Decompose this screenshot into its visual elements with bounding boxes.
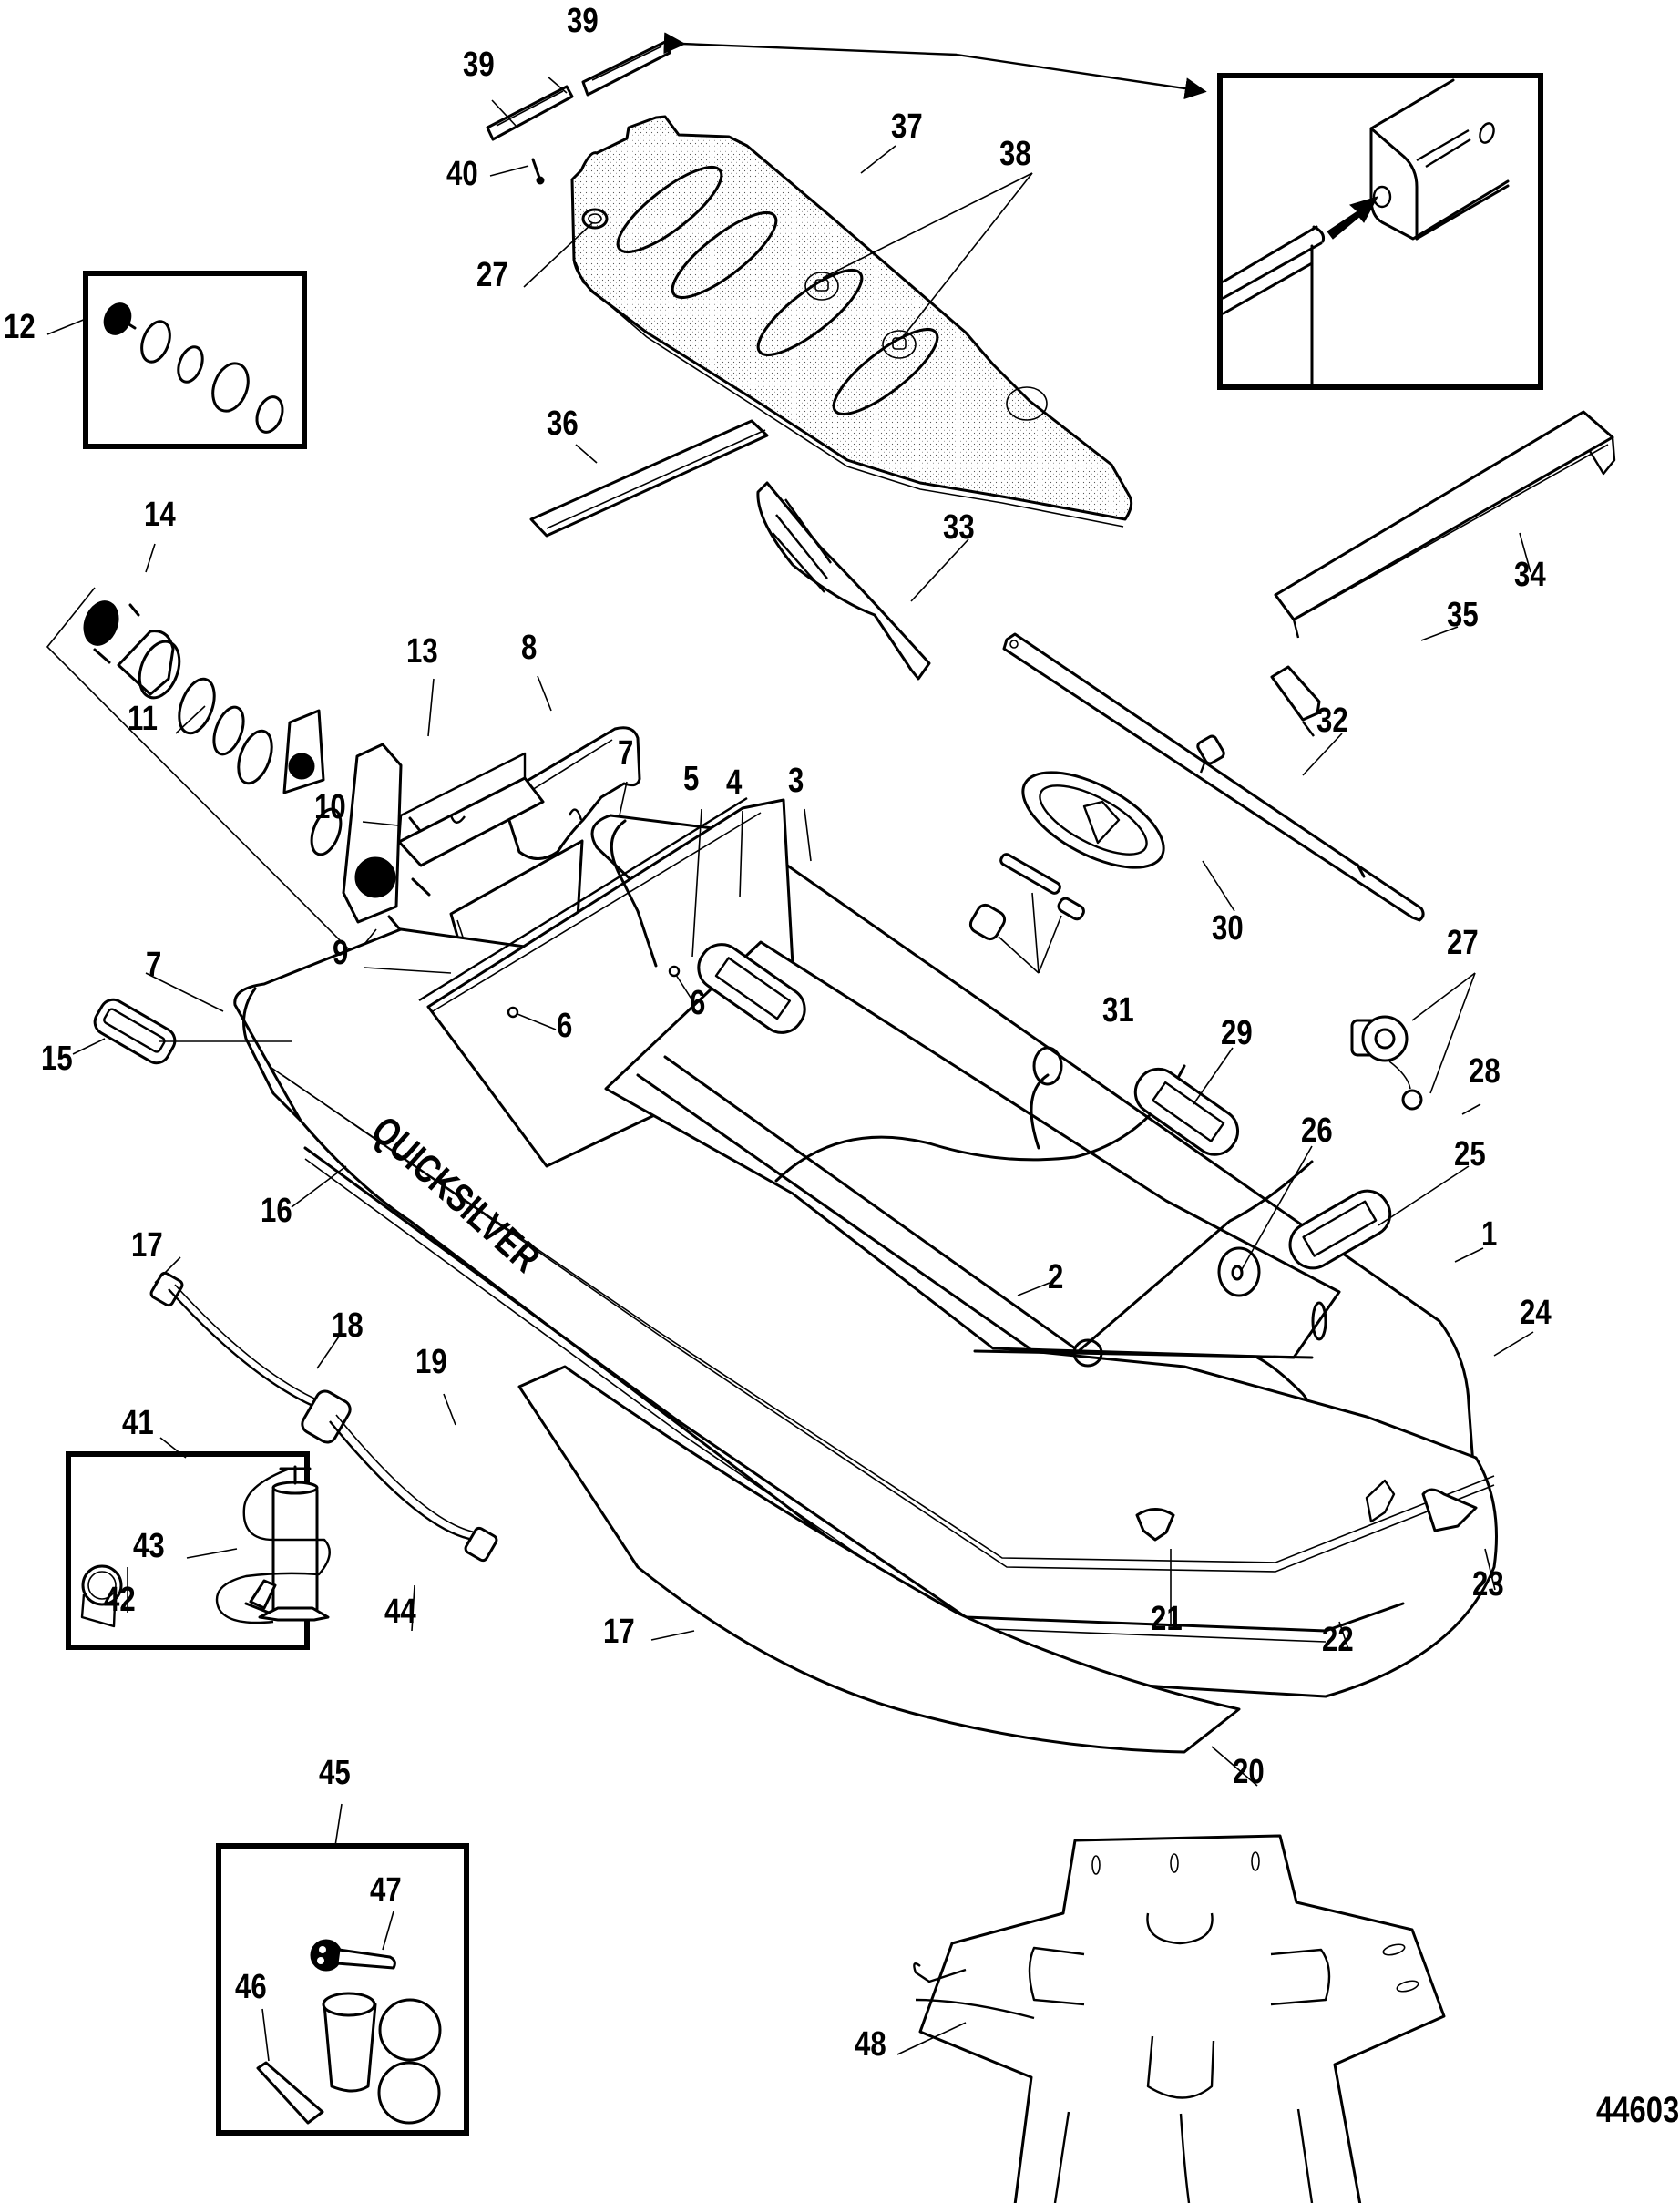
valve-assembly-11 [46, 587, 431, 958]
leader-lines [46, 76, 1534, 2062]
callout-39a: 39 [567, 2, 599, 40]
callout-15: 15 [41, 1040, 73, 1078]
boat-cover-48 [913, 1834, 1446, 2203]
callout-10: 10 [314, 788, 346, 826]
callout-32: 32 [1316, 702, 1348, 740]
seat-bracket-35 [1270, 665, 1321, 737]
callout-17b: 17 [603, 1613, 635, 1651]
callout-37: 37 [891, 108, 923, 146]
callout-23: 23 [1472, 1565, 1504, 1604]
callout-13: 13 [406, 632, 438, 671]
callout-33: 33 [943, 508, 975, 547]
callout-6b: 6 [557, 1007, 573, 1045]
seat-34 [1274, 410, 1616, 639]
callout-25: 25 [1454, 1135, 1486, 1173]
handle-29 [697, 943, 806, 1034]
callout-27b: 27 [1447, 924, 1479, 962]
callout-34: 34 [1514, 556, 1546, 594]
inset-arrow [663, 32, 1207, 100]
seat-bar-39b [581, 40, 671, 97]
transom-cap-10 [397, 752, 545, 867]
callout-12: 12 [4, 308, 36, 346]
callout-29: 29 [1221, 1014, 1253, 1052]
callout-41: 41 [122, 1404, 154, 1442]
callout-20: 20 [1233, 1753, 1265, 1791]
callout-44: 44 [384, 1593, 416, 1631]
screw-40 [531, 158, 545, 185]
callout-8: 8 [521, 629, 538, 667]
callout-24: 24 [1520, 1294, 1552, 1332]
valve-27-right [1350, 1015, 1423, 1111]
seat-bar-39a [486, 85, 574, 141]
callout-45: 45 [319, 1754, 351, 1792]
handle-15 [93, 998, 292, 1065]
callout-21: 21 [1151, 1600, 1183, 1638]
callout-43: 43 [133, 1527, 165, 1565]
callout-46: 46 [235, 1968, 267, 2006]
rub-strake-20 [517, 1365, 1241, 1754]
callout-11: 11 [128, 700, 158, 738]
callout-2: 2 [1048, 1258, 1064, 1296]
callout-48: 48 [855, 2025, 886, 2064]
floor-board-37 [570, 115, 1133, 528]
callout-19: 19 [415, 1343, 447, 1381]
callout-42: 42 [104, 1581, 136, 1619]
callout-47: 47 [370, 1871, 402, 1910]
callout-31: 31 [1102, 991, 1134, 1030]
repair-kit-box-45 [216, 1843, 469, 2136]
callout-16: 16 [261, 1192, 292, 1230]
callout-4: 4 [726, 763, 743, 802]
floor-stringer-36 [529, 419, 769, 538]
callout-40: 40 [446, 155, 478, 193]
oarlock-pins-31 [968, 853, 1085, 974]
callout-6a: 6 [690, 984, 706, 1022]
callout-14: 14 [144, 496, 176, 534]
callout-7b: 7 [146, 946, 162, 984]
callout-1: 1 [1481, 1215, 1498, 1254]
callout-17a: 17 [131, 1226, 163, 1265]
callout-39b: 39 [463, 46, 495, 84]
callout-28: 28 [1469, 1052, 1501, 1091]
callout-38: 38 [999, 135, 1031, 173]
callout-18: 18 [332, 1306, 364, 1345]
callout-26: 26 [1301, 1112, 1333, 1150]
diagram-number: 44603 [1596, 2090, 1680, 2130]
inset-detail [1217, 73, 1543, 390]
callout-22: 22 [1322, 1621, 1354, 1659]
oar-blade-33 [756, 481, 931, 681]
valve-kit-box-12 [83, 271, 307, 449]
callout-30: 30 [1212, 909, 1244, 948]
callout-3: 3 [788, 762, 804, 800]
hull: QUICKSILVER [233, 796, 1498, 1698]
callout-5: 5 [683, 760, 700, 798]
callout-7a: 7 [618, 734, 634, 773]
oarlock-30 [1021, 771, 1165, 869]
pump-kit-box-41 [66, 1451, 331, 1650]
callout-9: 9 [333, 934, 349, 972]
callout-35: 35 [1447, 596, 1479, 634]
oar-shaft-32 [1002, 632, 1425, 922]
lifeline-18 [149, 1271, 498, 1563]
callout-36: 36 [547, 405, 579, 443]
callout-27a: 27 [476, 256, 508, 294]
